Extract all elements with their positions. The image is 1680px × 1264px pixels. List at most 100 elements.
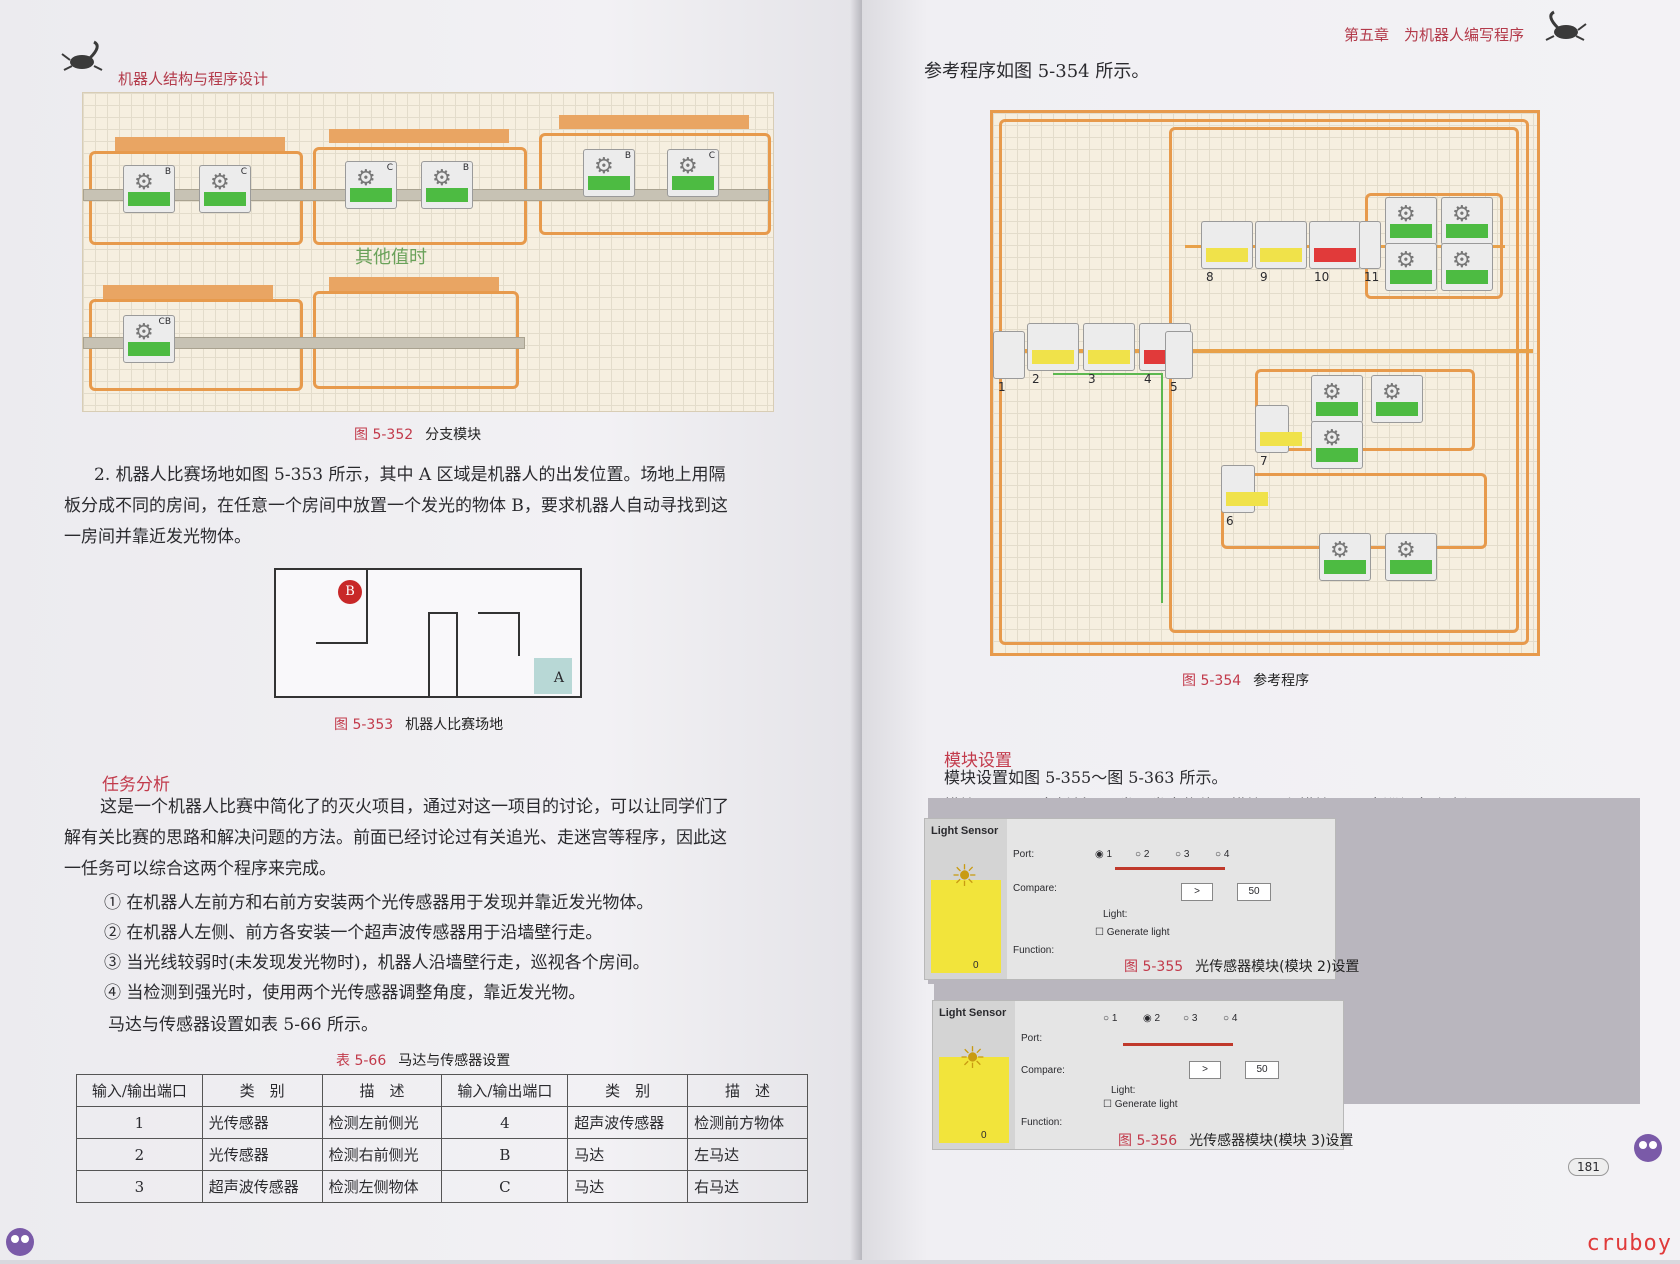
task-analysis-text: 这是一个机器人比赛中简化了的灭火项目，通过对这一项目的讨论，可以让同学们了 解有… bbox=[64, 797, 729, 879]
figure-5-352-branch-module: ⚙B ⚙C ⚙C ⚙B ⚙B ⚙C 其他值时 ⚙CB bbox=[82, 92, 774, 412]
watermark: cruboy bbox=[1586, 1231, 1672, 1256]
panel-title: Light Sensor bbox=[939, 1007, 1007, 1019]
partition-wall bbox=[478, 612, 520, 614]
list-item: ② 在机器人左侧、前方各安装一个超声波传感器用于沿墙壁行走。 bbox=[104, 923, 603, 943]
question-2-text: 2. 机器人比赛场地如图 5-353 所示，其中 A 区域是机器人的出发位置。场… bbox=[64, 465, 728, 547]
move-block: ⚙CB bbox=[123, 315, 175, 363]
tab-strip-3 bbox=[559, 115, 749, 129]
tab-strip-2 bbox=[329, 129, 509, 143]
table-row: 1 光传感器 检测左前侧光 4 超声波传感器 检测前方物体 bbox=[76, 1106, 808, 1139]
light-sensor-panel-module-2: Light Sensor ☀ 0 Port: ◉ 1 ○ 2 ○ 3 ○ 4 C… bbox=[924, 818, 1336, 980]
right-running-head: 第五章 为机器人编写程序 bbox=[1344, 26, 1525, 44]
table-header: 类 别 bbox=[201, 1074, 323, 1107]
port-option-1[interactable]: ○ 1 bbox=[1103, 1013, 1118, 1024]
figure-5-353-arena: B A bbox=[274, 568, 582, 698]
table-intro: 马达与传感器设置如表 5-66 所示。 bbox=[108, 1015, 378, 1035]
compare-block-10: 10 bbox=[1309, 221, 1361, 284]
table-header: 输入/输出端口 bbox=[76, 1074, 203, 1107]
partition-wall bbox=[316, 642, 368, 644]
table-cell: 光传感器 bbox=[201, 1106, 323, 1139]
light-label: Light: bbox=[1111, 1085, 1136, 1096]
port-option-2[interactable]: ◉ 2 bbox=[1143, 1013, 1161, 1024]
task-analysis-heading: 任务分析 bbox=[102, 775, 170, 795]
port-option-4[interactable]: ○ 4 bbox=[1223, 1013, 1238, 1024]
light-sensor-panel-module-3: Light Sensor ☀ 0 Port: ○ 1 ◉ 2 ○ 3 ○ 4 C… bbox=[932, 1000, 1344, 1150]
table-cell: 检测左侧物体 bbox=[321, 1170, 443, 1203]
compare-slider[interactable] bbox=[1115, 867, 1225, 870]
figure-5-354-reference-program: 1 2 3 4 5 6 7 ⚙ ⚙ ⚙ ⚙ ⚙ 8 9 10 11 ⚙ ⚙ ⚙ … bbox=[990, 110, 1540, 656]
move-block: ⚙ bbox=[1371, 375, 1423, 423]
compare-operator-select[interactable]: > bbox=[1189, 1061, 1221, 1079]
move-block: ⚙C bbox=[345, 161, 397, 209]
compare-operator-select[interactable]: > bbox=[1181, 883, 1213, 901]
module-settings-heading: 模块设置 bbox=[944, 751, 1012, 771]
partition-wall bbox=[366, 570, 368, 644]
generate-light-checkbox[interactable]: ☐ Generate light bbox=[1095, 927, 1170, 938]
ultrasonic-block-7: 7 bbox=[1255, 405, 1302, 468]
move-block: ⚙ bbox=[1385, 243, 1437, 291]
compare-value-input[interactable]: 50 bbox=[1245, 1061, 1279, 1079]
sequence-beam-2 bbox=[83, 337, 525, 349]
tab-strip-5 bbox=[329, 277, 499, 291]
compare-value-input[interactable]: 50 bbox=[1237, 883, 1271, 901]
partition-wall bbox=[518, 612, 520, 656]
light-sensor-block-3: 3 bbox=[1083, 323, 1135, 386]
port-label: Port: bbox=[1013, 849, 1035, 860]
table-cell: C bbox=[441, 1170, 569, 1203]
switch-block-5: 5 bbox=[1165, 331, 1193, 394]
list-item: ④ 当检测到强光时，使用两个光传感器调整角度，靠近发光物。 bbox=[104, 983, 586, 1003]
light-sensor-icon: ☀ bbox=[959, 1042, 986, 1075]
light-sensor-icon: ☀ bbox=[951, 860, 978, 893]
move-block: ⚙ bbox=[1311, 421, 1363, 469]
generate-light-checkbox[interactable]: ☐ Generate light bbox=[1103, 1099, 1178, 1110]
list-item: ① 在机器人左前方和右前方安装两个光传感器用于发现并靠近发光物体。 bbox=[104, 893, 654, 913]
move-block: ⚙ bbox=[1385, 533, 1437, 581]
table-5-66: 输入/输出端口 类 别 描 述 输入/输出端口 类 别 描 述 1 光传感器 检… bbox=[76, 1074, 808, 1203]
reference-program-intro: 参考程序如图 5-354 所示。 bbox=[924, 61, 1150, 82]
robot-mascot-icon bbox=[0, 1222, 46, 1262]
move-block: ⚙ bbox=[1441, 197, 1493, 245]
table-cell: 超声波传感器 bbox=[567, 1106, 689, 1139]
port-option-2[interactable]: ○ 2 bbox=[1135, 849, 1150, 860]
table-cell: 2 bbox=[76, 1138, 203, 1171]
table-cell: 左马达 bbox=[687, 1138, 808, 1171]
robot-mascot-icon bbox=[1626, 1128, 1672, 1168]
port-option-3[interactable]: ○ 3 bbox=[1175, 849, 1190, 860]
compare-label: Compare: bbox=[1021, 1065, 1065, 1076]
left-page: 机器人结构与程序设计 ⚙B ⚙C ⚙C ⚙B ⚙B ⚙C 其他值时 ⚙CB 图 … bbox=[0, 0, 862, 1260]
table-row: 3 超声波传感器 检测左侧物体 C 马达 右马达 bbox=[76, 1170, 808, 1203]
main-beam bbox=[993, 349, 1533, 353]
ultrasonic-block-6: 6 bbox=[1221, 465, 1268, 528]
compare-slider[interactable] bbox=[1123, 1043, 1233, 1046]
loop-frame bbox=[999, 119, 1529, 645]
table-cell: 光传感器 bbox=[201, 1138, 323, 1171]
table-cell: 4 bbox=[441, 1106, 569, 1139]
compare-label: Compare: bbox=[1013, 883, 1057, 894]
port-option-3[interactable]: ○ 3 bbox=[1183, 1013, 1198, 1024]
table-cell: 右马达 bbox=[687, 1170, 808, 1203]
tab-strip-1 bbox=[115, 137, 285, 151]
table-header: 描 述 bbox=[687, 1074, 808, 1107]
move-block: ⚙ bbox=[1385, 197, 1437, 245]
light-sensor-block-8: 8 bbox=[1201, 221, 1253, 284]
list-item: ③ 当光线较弱时(未发现发光物时)，机器人沿墙壁行走，巡视各个房间。 bbox=[104, 953, 650, 973]
partition-wall bbox=[456, 612, 458, 696]
table-row: 2 光传感器 检测右前侧光 B 马达 左马达 bbox=[76, 1138, 808, 1171]
port-option-1[interactable]: ◉ 1 bbox=[1095, 849, 1113, 860]
function-label: Function: bbox=[1013, 945, 1055, 956]
table-cell: B bbox=[441, 1138, 569, 1171]
program-block-1: 1 bbox=[993, 331, 1025, 394]
table-cell: 检测左前侧光 bbox=[321, 1106, 443, 1139]
light-sensor-block-2: 2 bbox=[1027, 323, 1079, 386]
right-page: 第五章 为机器人编写程序 参考程序如图 5-354 所示。 1 2 3 4 5 … bbox=[862, 0, 1680, 1260]
light-object-b: B bbox=[338, 580, 362, 604]
switch-block-11: 11 bbox=[1359, 221, 1381, 284]
scorpion-logo-icon bbox=[60, 38, 106, 78]
port-option-4[interactable]: ○ 4 bbox=[1215, 849, 1230, 860]
table-cell: 马达 bbox=[567, 1138, 689, 1171]
